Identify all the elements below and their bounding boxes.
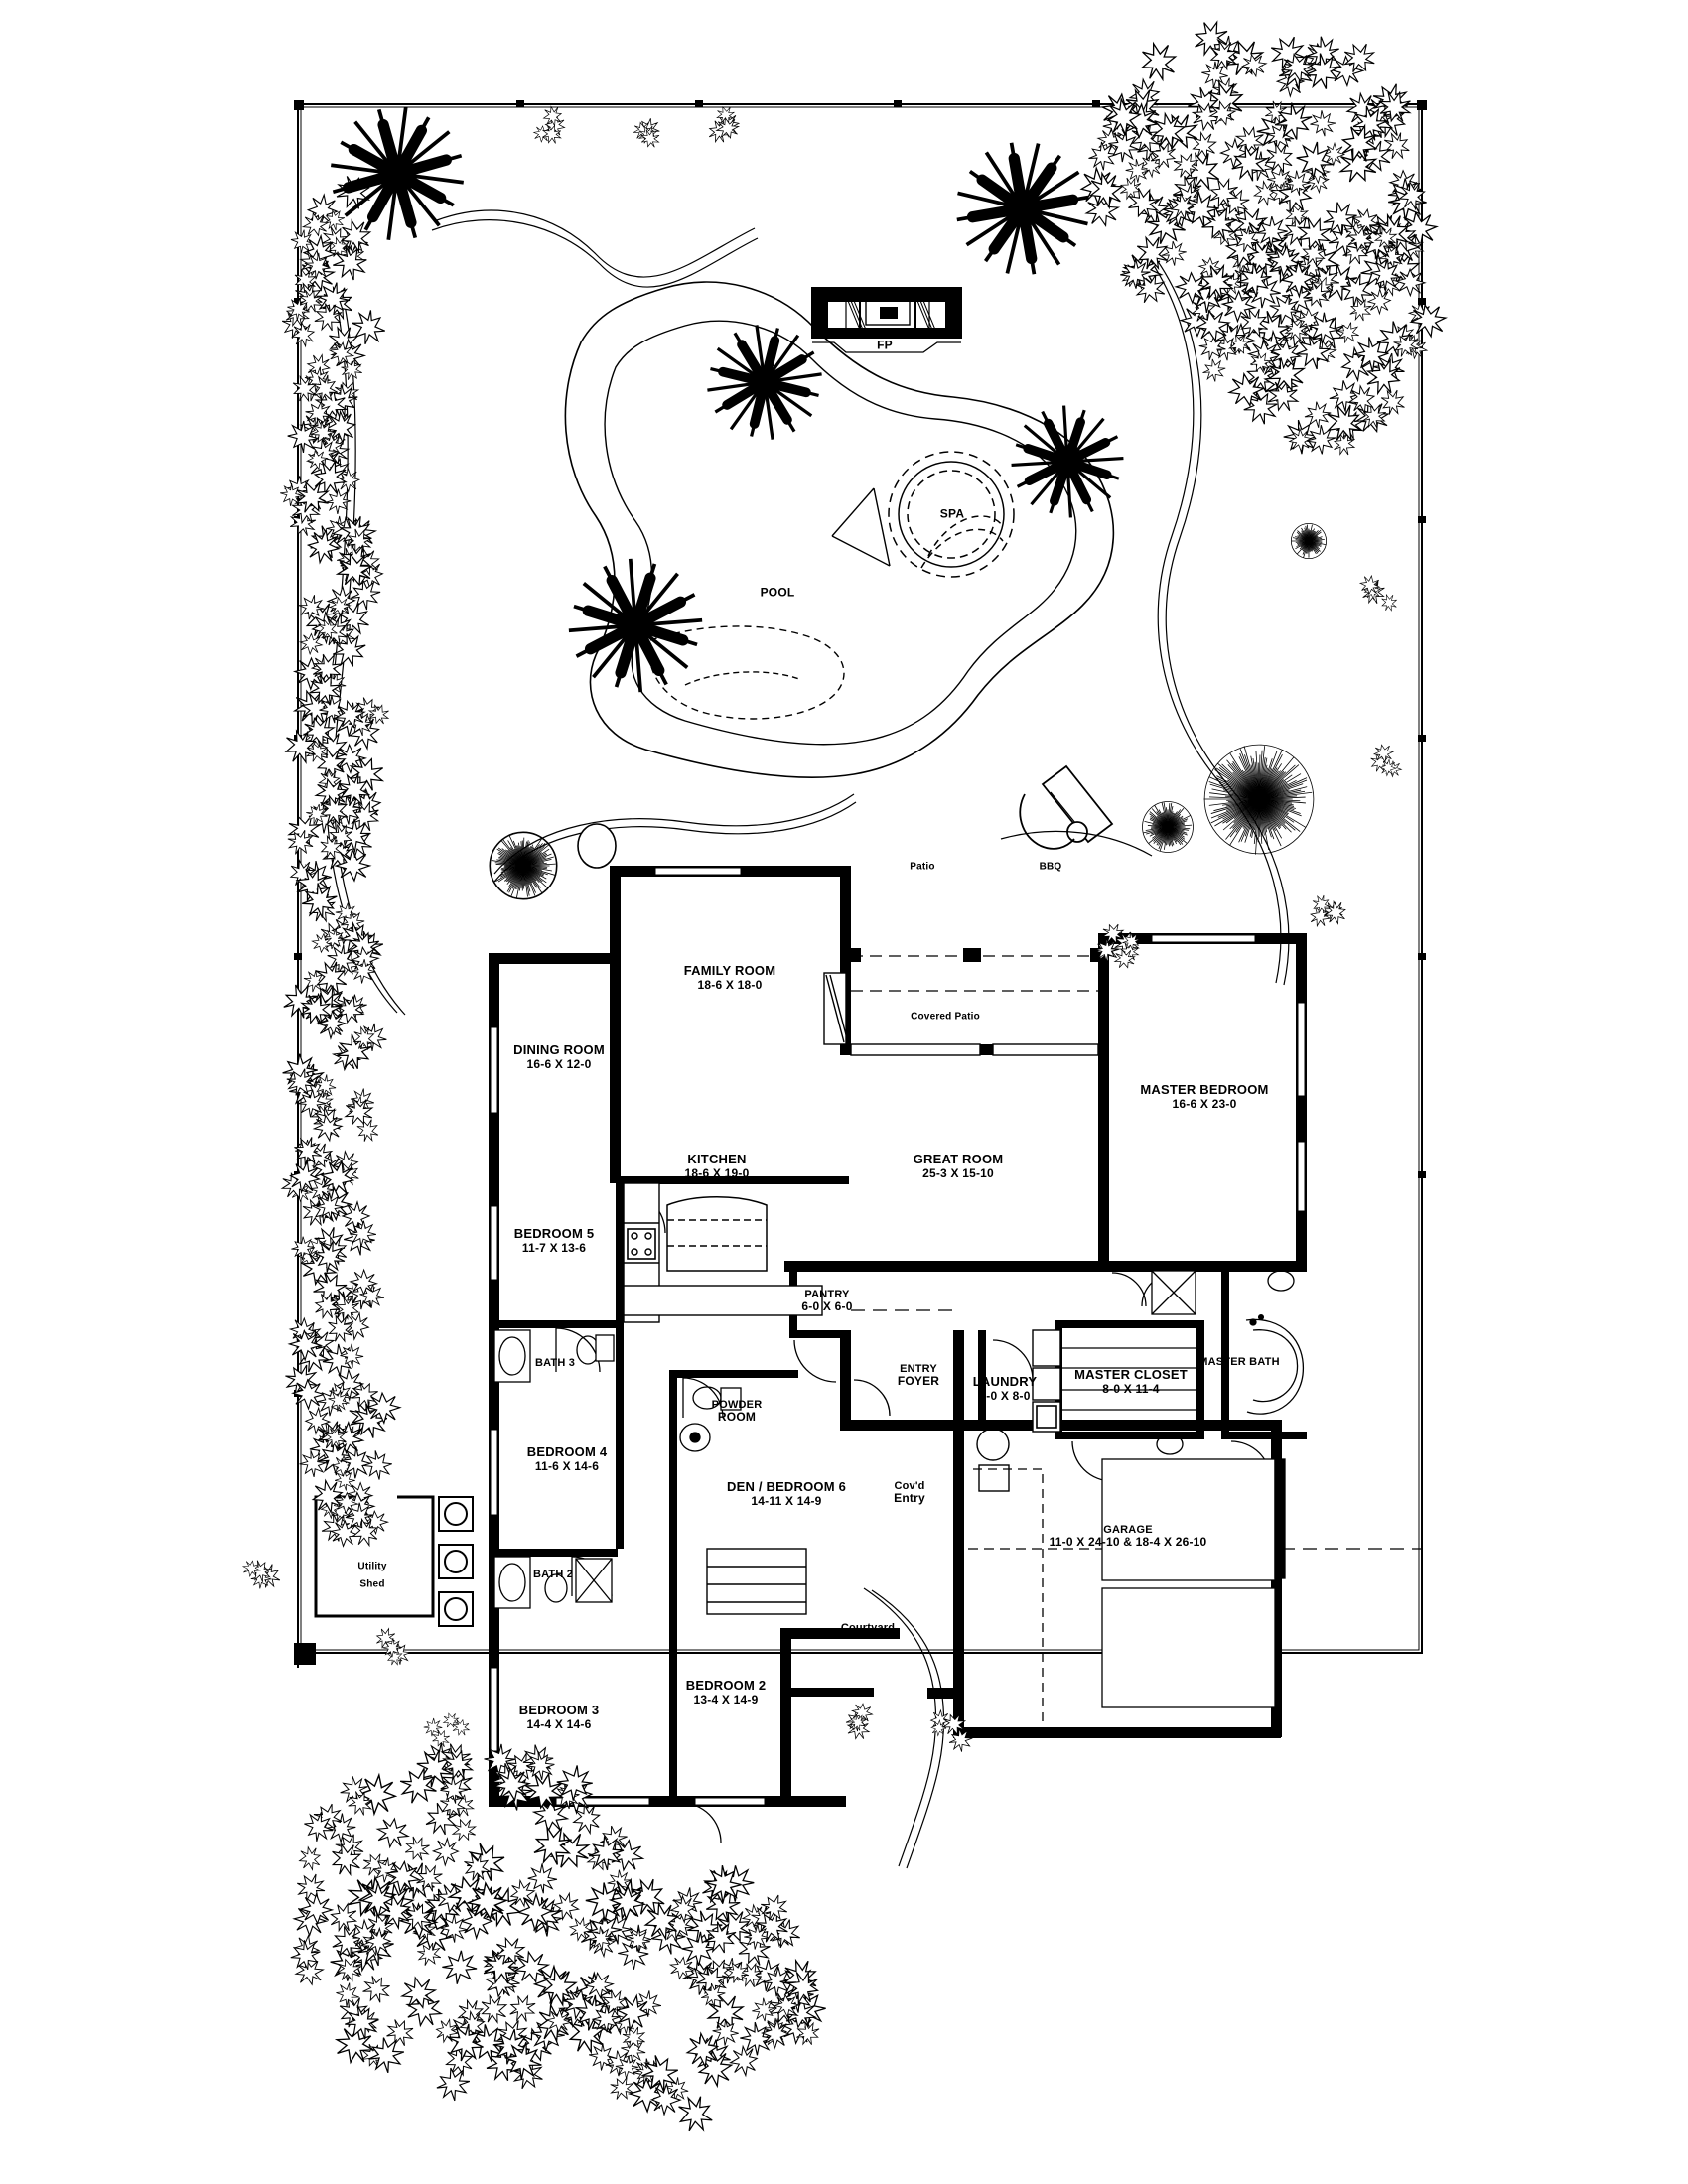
courtyard-steps — [706, 1548, 807, 1615]
ac-condenser-units — [438, 1496, 474, 1627]
room-name: MASTER BATH — [1198, 1355, 1280, 1368]
room-name: FAMILY ROOM — [683, 963, 776, 979]
room-dimensions: 13-4 X 14-9 — [693, 1692, 759, 1706]
room-dimensions: 16-6 X 23-0 — [1172, 1096, 1237, 1111]
room-dimensions: 14-4 X 14-6 — [526, 1716, 592, 1731]
patio-hardscape — [493, 793, 857, 883]
master-closet-shelving — [1062, 1328, 1197, 1432]
site-label-utility-shed: Utility — [357, 1561, 386, 1571]
room-label-bath-3: BATH 3 — [535, 1357, 575, 1369]
spa-spillway — [831, 487, 891, 567]
spa-feature — [888, 451, 1015, 578]
room-name: BEDROOM 2 — [685, 1678, 767, 1694]
pool-water — [604, 320, 1077, 746]
site-label-utility-shed-2: Shed — [359, 1578, 384, 1589]
kitchen-island — [666, 1196, 768, 1272]
room-name: PANTRY — [804, 1289, 850, 1301]
site-label-covered-patio: Covered Patio — [911, 1011, 980, 1022]
room-dimensions: FOYER — [897, 1374, 940, 1389]
room-dimensions: 8-0 X 8-0 — [979, 1388, 1031, 1403]
laundry-fixtures — [976, 1329, 1061, 1492]
room-name: Covered Patio — [911, 1011, 980, 1023]
driveway-setback-lines — [851, 1270, 1422, 1550]
room-name: BBQ — [1039, 861, 1062, 873]
room-name: MASTER CLOSET — [1074, 1367, 1188, 1383]
room-name: Courtyard — [840, 1621, 896, 1634]
room-name: BEDROOM 3 — [518, 1703, 600, 1718]
room-name: DEN / BEDROOM 6 — [726, 1479, 847, 1495]
room-name: Cov'd — [894, 1480, 925, 1493]
room-label-master-bath: MASTER BATH — [1198, 1356, 1279, 1368]
windows — [490, 867, 1306, 1806]
room-name: BEDROOM 4 — [526, 1444, 608, 1460]
bath-fixtures — [493, 1270, 1305, 1609]
room-name: POWDER — [711, 1399, 763, 1412]
site-label-spa: SPA — [939, 506, 965, 521]
room-name: Patio — [910, 861, 935, 873]
room-dimensions: 11-0 X 24-10 & 18-4 X 26-10 — [1049, 1535, 1207, 1550]
room-dimensions: 25-3 X 15-10 — [922, 1165, 994, 1180]
site-label-pool: POOL — [760, 585, 795, 600]
room-dimensions: 16-6 X 12-0 — [526, 1056, 592, 1071]
room-dimensions: 11-6 X 14-6 — [534, 1458, 600, 1473]
room-dimensions: 14-11 X 14-9 — [751, 1493, 822, 1508]
room-name: SPA — [939, 506, 965, 521]
room-name: FP — [877, 338, 893, 352]
tree-canopy-small-a — [489, 831, 558, 900]
room-dimensions: ROOM — [717, 1410, 757, 1425]
family-room-glass — [823, 972, 849, 1045]
room-dimensions: 8-0 X 11-4 — [1102, 1381, 1160, 1396]
room-name: BEDROOM 5 — [513, 1226, 595, 1242]
room-name: BATH 3 — [534, 1356, 576, 1369]
outdoor-fireplace — [811, 287, 962, 353]
pool-deck — [564, 281, 1115, 778]
room-dimensions: 18-6 X 19-0 — [684, 1165, 750, 1180]
room-name: GREAT ROOM — [913, 1152, 1004, 1167]
room-name: DINING ROOM — [513, 1042, 605, 1058]
room-name: LAUNDRY — [972, 1374, 1038, 1390]
glass-doors — [850, 1043, 1099, 1056]
room-name: BATH 2 — [532, 1568, 574, 1580]
site-label-bbq: BBQ — [1040, 861, 1062, 872]
covered-patio-posts — [843, 948, 1108, 962]
garage-detail — [968, 1458, 1286, 1727]
room-dimensions: 11-7 X 13-6 — [521, 1240, 587, 1255]
room-name: POOL — [760, 585, 795, 600]
room-name: Shed — [359, 1578, 385, 1590]
room-name: MASTER BEDROOM — [1140, 1082, 1269, 1098]
room-name: ENTRY — [900, 1363, 937, 1376]
room-dimensions: 6-0 X 6-0 — [801, 1299, 853, 1314]
courtyard-gate — [784, 1688, 957, 1699]
site-label-patio: Patio — [910, 861, 934, 872]
room-dimensions: 18-6 X 18-0 — [697, 977, 763, 992]
site-label-fireplace: FP — [877, 338, 893, 352]
kitchen-counters — [623, 1182, 823, 1323]
room-dimensions: Entry — [894, 1491, 925, 1506]
bbq-counter — [1019, 764, 1114, 850]
room-name: Utility — [357, 1561, 387, 1572]
room-label-courtyard: Courtyard — [841, 1622, 895, 1634]
room-name: KITCHEN — [687, 1152, 747, 1167]
room-label-bath-2: BATH 2 — [533, 1569, 573, 1580]
room-name: GARAGE — [1103, 1524, 1153, 1537]
